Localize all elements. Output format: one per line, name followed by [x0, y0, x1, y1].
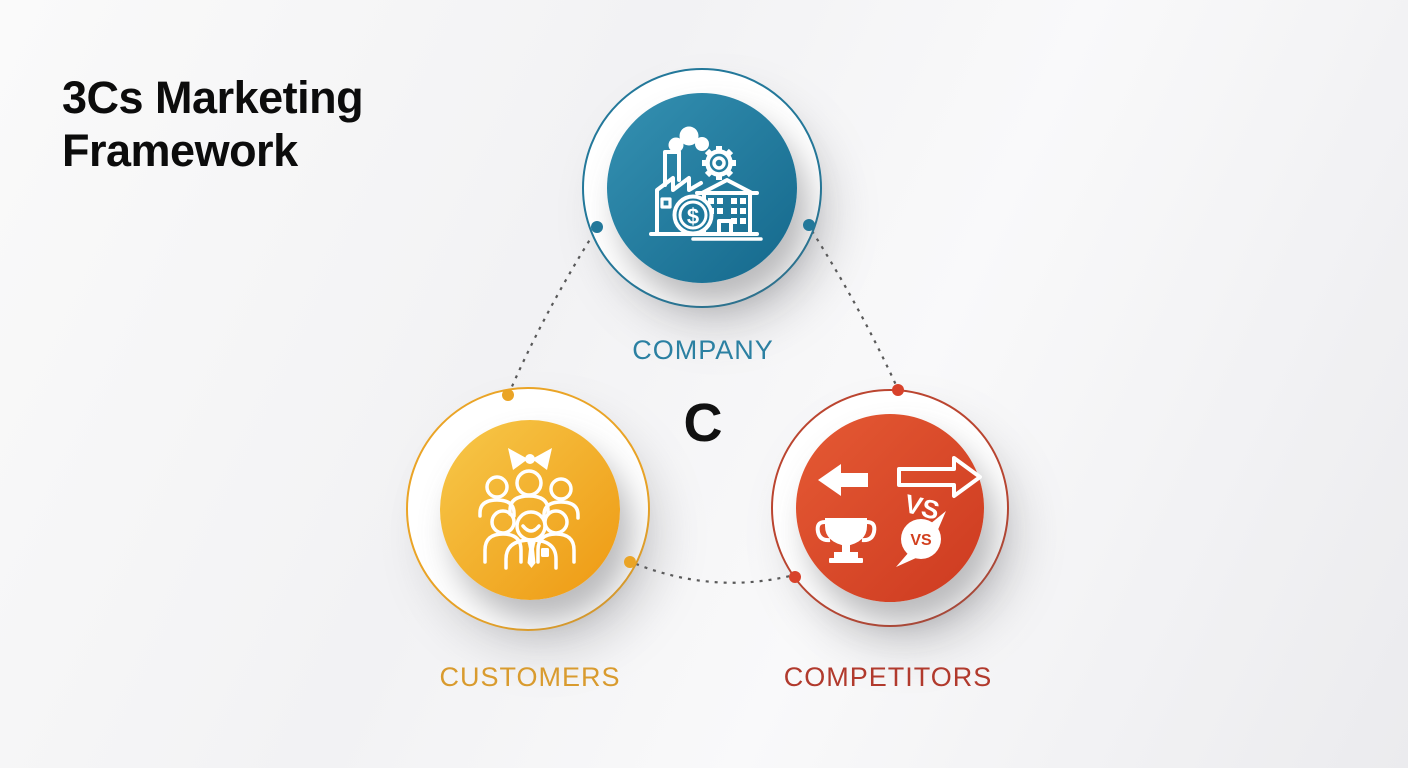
left-arrow-icon — [818, 464, 868, 496]
bow-icon — [508, 448, 552, 470]
dollar-sign: $ — [687, 204, 699, 229]
customers-ring-dot-right — [624, 556, 636, 568]
center-letter: C — [683, 393, 723, 453]
page-title: 3Cs Marketing Framework — [62, 72, 364, 176]
back-row-people — [478, 469, 580, 520]
right-arrow-icon — [897, 456, 982, 498]
trophy-icon — [815, 518, 877, 563]
chimney — [663, 150, 681, 187]
factory-outline — [655, 176, 703, 236]
factory-icon: $ — [649, 126, 763, 241]
company-ring-dot-right — [803, 219, 815, 231]
competition-vs-icon: VS VS — [815, 456, 982, 567]
company-label: COMPANY — [632, 335, 774, 365]
customers-circle — [440, 420, 620, 600]
competitors-ring-dot-left — [789, 571, 801, 583]
vs-bubble-text: VS — [910, 532, 932, 549]
connector-customers-competitors — [635, 562, 791, 584]
competitors-ring-dot-top — [892, 384, 904, 396]
factory-window — [660, 197, 672, 209]
competitors-circle: VS VS — [796, 414, 984, 602]
customers-ring-dot-top — [502, 389, 514, 401]
vs-bubble-icon: VS — [896, 511, 946, 567]
customers-group-icon — [478, 448, 580, 570]
front-person — [504, 510, 558, 570]
company-circle: $ — [607, 93, 797, 283]
smoke-cloud — [668, 126, 709, 153]
dollar-coin: $ — [672, 194, 714, 236]
connector-company-customers — [508, 232, 595, 392]
competitors-label: COMPETITORS — [783, 662, 993, 692]
customers-label: CUSTOMERS — [439, 662, 621, 692]
company-ring-dot-left — [591, 221, 603, 233]
gear — [702, 146, 736, 180]
